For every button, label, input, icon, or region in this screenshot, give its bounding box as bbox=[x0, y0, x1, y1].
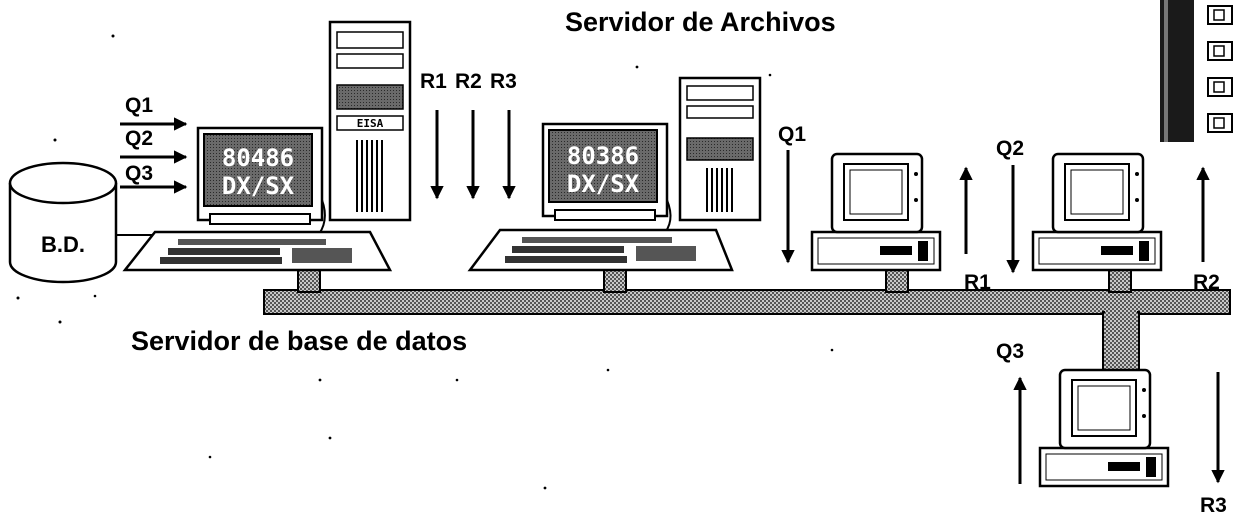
client-workstation-3: Q3 R3 bbox=[996, 340, 1227, 517]
client-workstation-2: Q2 R2 bbox=[996, 137, 1220, 294]
file-server-tower bbox=[678, 76, 762, 222]
client-workstation-1: Q1 R1 bbox=[778, 123, 991, 294]
response-label-r1: R1 bbox=[420, 70, 447, 93]
file-server-computer: 80386 DX/SX bbox=[467, 76, 762, 272]
client1-response-label: R1 bbox=[964, 271, 991, 294]
db-server-monitor: 80486 DX/SX bbox=[196, 126, 324, 225]
query-label-q3: Q3 bbox=[125, 162, 153, 185]
query-label-q2: Q2 bbox=[125, 127, 153, 150]
file-server-title: Servidor de Archivos bbox=[565, 7, 836, 37]
edge-decoration bbox=[1160, 0, 1233, 142]
database-cylinder: B.D. bbox=[8, 161, 212, 284]
db-server-keyboard bbox=[122, 230, 393, 272]
db-server-computer: EISA 80486 DX/SX bbox=[122, 20, 412, 272]
outgoing-responses: R1 R2 R3 bbox=[420, 70, 517, 200]
db-server-screen-line2: DX/SX bbox=[222, 172, 295, 200]
db-server-screen-line1: 80486 bbox=[222, 144, 294, 172]
response-label-r3: R3 bbox=[490, 70, 517, 93]
incoming-queries: Q1 Q2 Q3 bbox=[120, 94, 188, 194]
client1-query-label: Q1 bbox=[778, 123, 806, 146]
database-label: B.D. bbox=[41, 232, 85, 257]
client3-response-label: R3 bbox=[1200, 494, 1227, 517]
file-server-screen-line1: 80386 bbox=[567, 142, 639, 170]
response-label-r2: R2 bbox=[455, 70, 482, 93]
db-server-title: Servidor de base de datos bbox=[131, 326, 467, 356]
file-server-monitor: 80386 DX/SX bbox=[541, 122, 669, 221]
client3-query-label: Q3 bbox=[996, 340, 1024, 363]
query-label-q1: Q1 bbox=[125, 94, 153, 117]
client2-response-label: R2 bbox=[1193, 271, 1220, 294]
file-server-screen-line2: DX/SX bbox=[567, 170, 640, 198]
file-server-keyboard bbox=[467, 228, 734, 272]
db-server-tower: EISA bbox=[328, 20, 412, 222]
scan-specks bbox=[16, 34, 834, 490]
network-bus bbox=[263, 269, 1231, 373]
eisa-badge: EISA bbox=[357, 117, 384, 130]
client2-query-label: Q2 bbox=[996, 137, 1024, 160]
